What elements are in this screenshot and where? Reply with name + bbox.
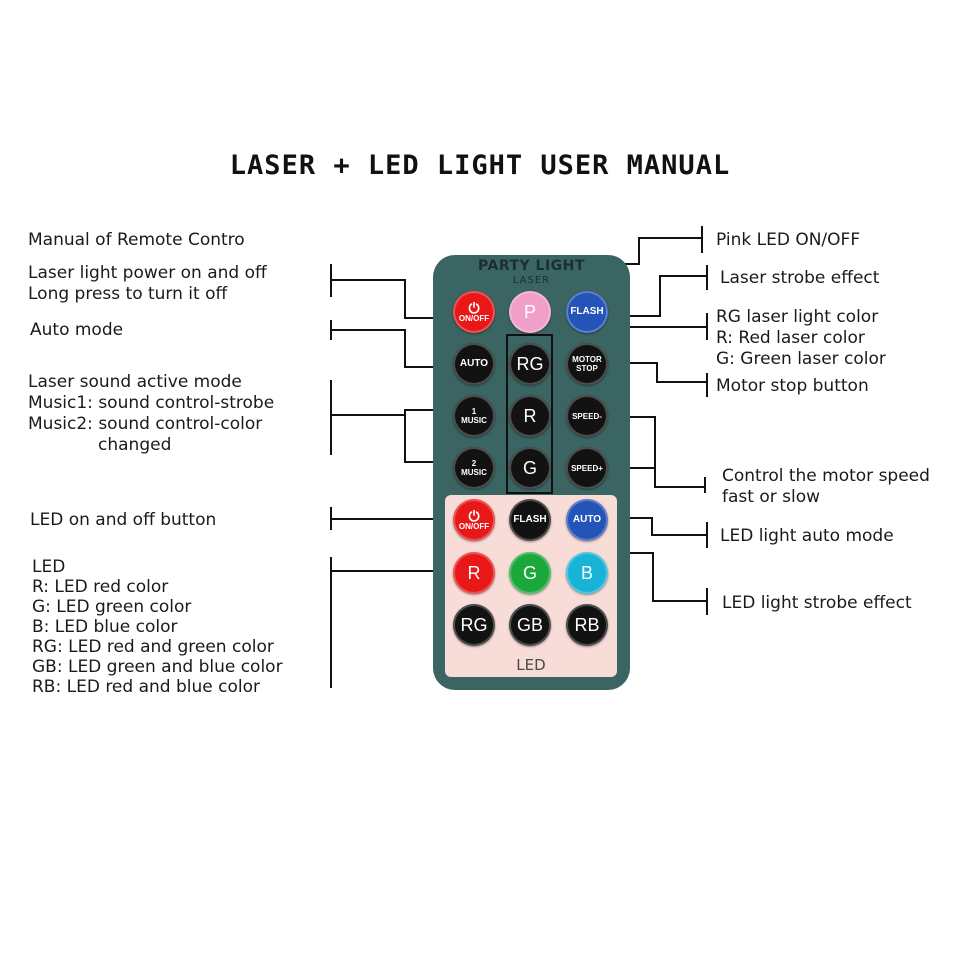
led-panel-label: LED	[516, 656, 546, 674]
note-pink: Pink LED ON/OFF	[716, 230, 861, 250]
laser-auto-button[interactable]: AUTO	[453, 343, 495, 385]
note-led-line4: RG: LED red and green color	[32, 637, 274, 657]
led-rb-label: RB	[574, 615, 600, 635]
note-rg-line3: G: Green laser color	[716, 349, 886, 369]
laser-flash-label: FLASH	[570, 306, 604, 317]
laser-r-button[interactable]: R	[509, 395, 551, 437]
note-strobe: Laser strobe effect	[720, 268, 880, 288]
music1-number: 1	[471, 406, 477, 416]
led-green-button[interactable]: G	[509, 552, 551, 594]
laser-power-label: ON/OFF	[458, 313, 490, 323]
pink-led-label: P	[523, 302, 536, 322]
note-led-line0: LED	[32, 557, 66, 577]
led-auto-button[interactable]: AUTO	[566, 499, 608, 541]
led-gb-button[interactable]: GB	[509, 604, 551, 646]
note-rg-line1: RG laser light color	[716, 307, 879, 327]
led-power-label: ON/OFF	[458, 521, 490, 531]
note-power-line1: Laser light power on and off	[28, 263, 267, 283]
note-led-onoff: LED on and off button	[30, 510, 217, 530]
led-auto-label: AUTO	[572, 514, 602, 525]
note-led-line1: R: LED red color	[32, 577, 169, 597]
note-speed-line1: Control the motor speed	[722, 466, 930, 486]
speed-plus-label: SPEED+	[571, 463, 603, 473]
music2-label: MUSIC	[461, 467, 487, 477]
led-power-button[interactable]: ⏻ ON/OFF	[453, 499, 495, 541]
led-flash-button[interactable]: FLASH	[509, 499, 551, 541]
speed-plus-button[interactable]: SPEED+	[566, 447, 608, 489]
speed-minus-label: SPEED-	[572, 411, 602, 421]
pink-led-button[interactable]: P	[509, 291, 551, 333]
note-manual: Manual of Remote Contro	[28, 230, 245, 250]
laser-auto-label: AUTO	[459, 358, 489, 369]
note-sound-line4: changed	[98, 435, 172, 455]
led-flash-label: FLASH	[513, 514, 547, 525]
note-rg-line2: R: Red laser color	[716, 328, 865, 348]
line-auto	[330, 320, 450, 368]
note-led-line6: RB: LED red and blue color	[32, 677, 260, 697]
power-icon: ⏻	[468, 299, 480, 316]
led-gb-label: GB	[516, 615, 543, 635]
laser-color-group-outline	[506, 334, 553, 494]
note-motor: Motor stop button	[716, 376, 869, 396]
speed-minus-button[interactable]: SPEED-	[566, 395, 608, 437]
note-rg: RG laser light color R: Red laser color …	[716, 307, 886, 370]
note-power-line2: Long press to turn it off	[28, 284, 228, 304]
remote-brand: PARTY LIGHT	[478, 258, 585, 274]
page-title: LASER + LED LIGHT USER MANUAL	[229, 150, 731, 181]
music1-button[interactable]: 1 MUSIC	[453, 395, 495, 437]
note-sound-line2: Music1: sound control-strobe	[28, 393, 275, 413]
line-led-onoff	[330, 507, 453, 530]
led-power-icon: ⏻	[468, 507, 480, 524]
note-sound-line1: Laser sound active mode	[28, 372, 242, 392]
note-led-colors: LED R: LED red color G: LED green color …	[32, 557, 283, 697]
note-speed-line2: fast or slow	[722, 487, 821, 507]
led-rg-label: RG	[460, 615, 488, 635]
led-blue-label: B	[580, 563, 593, 583]
music2-number: 2	[471, 458, 477, 468]
note-auto: Auto mode	[30, 320, 124, 340]
line-led-auto	[610, 517, 708, 548]
led-green-label: G	[522, 563, 537, 583]
music2-button[interactable]: 2 MUSIC	[453, 447, 495, 489]
note-led-strobe: LED light strobe effect	[722, 593, 912, 613]
laser-power-button[interactable]: ⏻ ON/OFF	[453, 291, 495, 333]
laser-g-label: G	[522, 458, 537, 478]
laser-rg-label: RG	[516, 354, 544, 374]
laser-g-button[interactable]: G	[509, 447, 551, 489]
led-red-button[interactable]: R	[453, 552, 495, 594]
motor-stop-label-1: MOTOR	[572, 355, 602, 364]
music1-label: MUSIC	[461, 415, 487, 425]
note-power: Laser light power on and off Long press …	[28, 263, 267, 305]
motor-stop-button[interactable]: MOTOR STOP	[566, 343, 608, 385]
laser-flash-button[interactable]: FLASH	[566, 291, 608, 333]
note-sound-line3: Music2: sound control-color	[28, 414, 263, 434]
note-led-auto: LED light auto mode	[720, 526, 894, 546]
note-led-line2: G: LED green color	[32, 597, 192, 617]
line-motor	[610, 362, 708, 397]
motor-stop-label-2: STOP	[576, 364, 598, 373]
note-sound: Laser sound active mode Music1: sound co…	[28, 372, 274, 456]
laser-r-label: R	[523, 406, 537, 426]
note-led-line5: GB: LED green and blue color	[32, 657, 283, 677]
line-power	[330, 264, 450, 319]
laser-rg-button[interactable]: RG	[509, 343, 551, 385]
led-blue-button[interactable]: B	[566, 552, 608, 594]
remote-brand-sub: LASER	[512, 275, 551, 286]
led-rb-button[interactable]: RB	[566, 604, 608, 646]
line-led-colors	[330, 557, 453, 688]
led-red-label: R	[467, 563, 481, 583]
led-rg-button[interactable]: RG	[453, 604, 495, 646]
note-speed: Control the motor speed fast or slow	[722, 466, 930, 508]
line-strobe	[610, 265, 708, 317]
note-led-line3: B: LED blue color	[32, 617, 178, 637]
